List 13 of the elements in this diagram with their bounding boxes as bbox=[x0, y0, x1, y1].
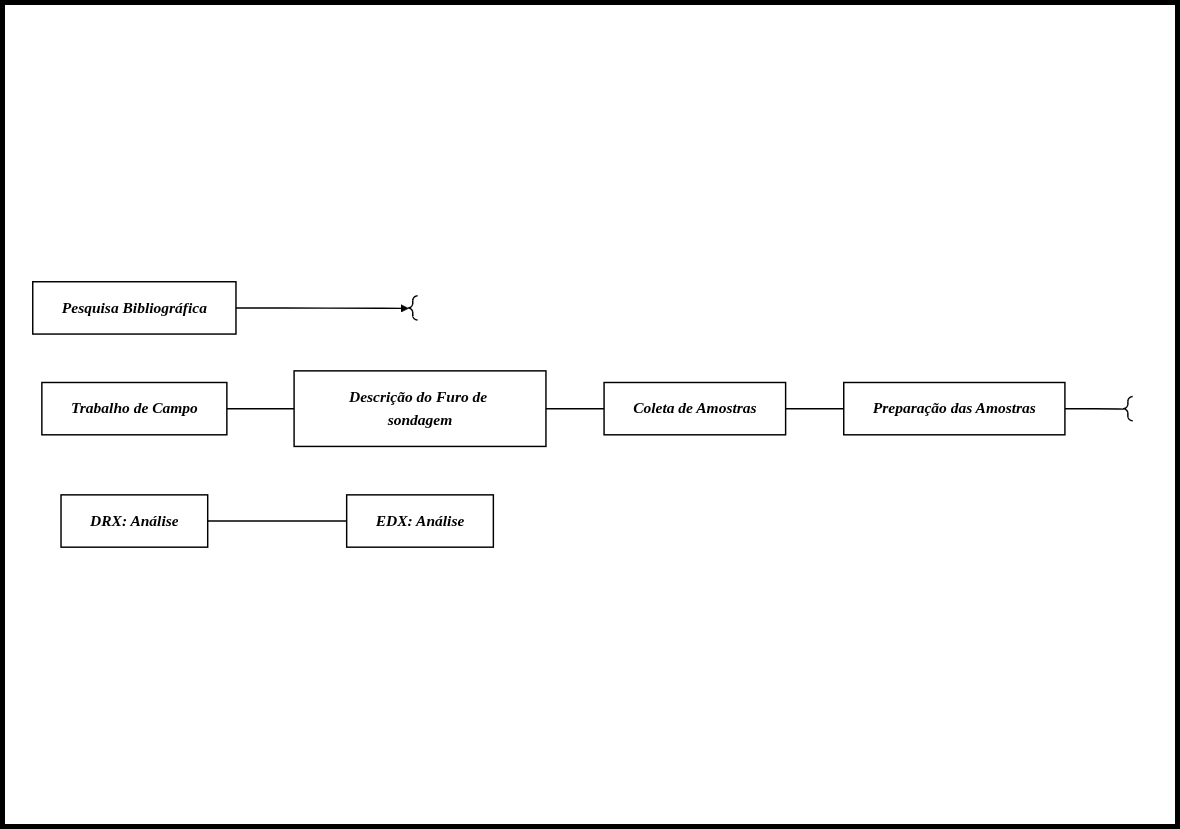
node-box: Descrição do Furo de sondagem bbox=[293, 370, 547, 448]
arrow bbox=[235, 304, 409, 313]
node-box: EDX: Análise bbox=[345, 494, 495, 548]
node-bracket bbox=[1122, 395, 1134, 422]
node-box: Preparação das Amostras bbox=[843, 381, 1066, 436]
node-box: Trabalho de Campo bbox=[41, 381, 228, 436]
node-box: Coleta de Amostras bbox=[603, 381, 787, 436]
node-box: DRX: Análise bbox=[60, 494, 209, 548]
connector bbox=[1064, 407, 1125, 410]
connector bbox=[226, 407, 295, 410]
node-box: Pesquisa Bibliográfica bbox=[32, 281, 237, 335]
connector bbox=[545, 407, 605, 410]
node-bracket bbox=[407, 295, 419, 321]
